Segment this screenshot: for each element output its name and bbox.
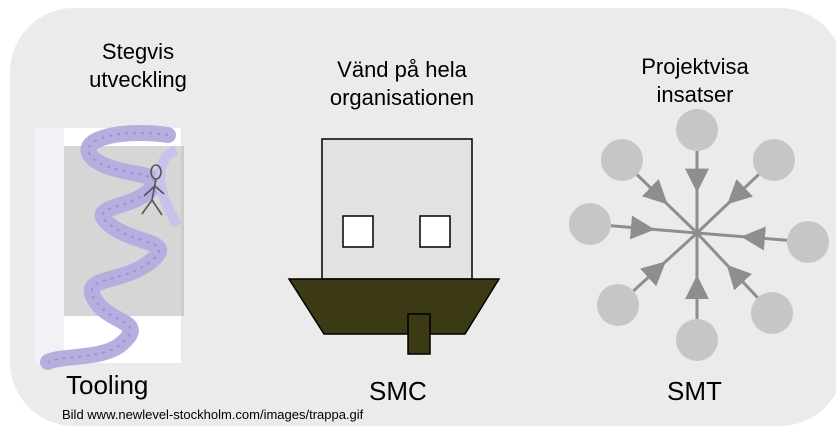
label-smt: SMT (667, 376, 722, 406)
network-arrow (727, 173, 760, 205)
column-title-vand: Vänd på hela organisationen (329, 57, 475, 110)
network-arrow (726, 264, 759, 299)
label-tooling: Tooling (66, 370, 149, 400)
network-line (696, 231, 748, 239)
network-node (753, 139, 795, 181)
network-line (695, 199, 733, 235)
image-source-caption: Bild www.newlevel-stockholm.com/images/t… (62, 407, 364, 422)
star-network-icon (569, 109, 829, 361)
network-line (662, 199, 699, 235)
network-line (695, 231, 732, 271)
network-line (660, 231, 699, 267)
network-node (751, 292, 793, 334)
network-arrow (740, 226, 788, 251)
network-arrow (632, 261, 666, 292)
network-node (597, 284, 639, 326)
network-arrow (636, 173, 668, 205)
network-line (648, 227, 698, 235)
network-node (601, 139, 643, 181)
staircase-icon (34, 125, 184, 370)
network-node (787, 221, 829, 263)
column-title-stegvis: Stegvis utveckling (89, 39, 187, 92)
network-arrow (610, 215, 655, 240)
network-node (569, 203, 611, 245)
label-smc: SMC (369, 376, 427, 406)
network-node (676, 319, 718, 361)
column-title-projektvisa: Projektvisa insatser (641, 54, 749, 107)
house-icon (287, 138, 501, 355)
network-node (676, 109, 718, 151)
